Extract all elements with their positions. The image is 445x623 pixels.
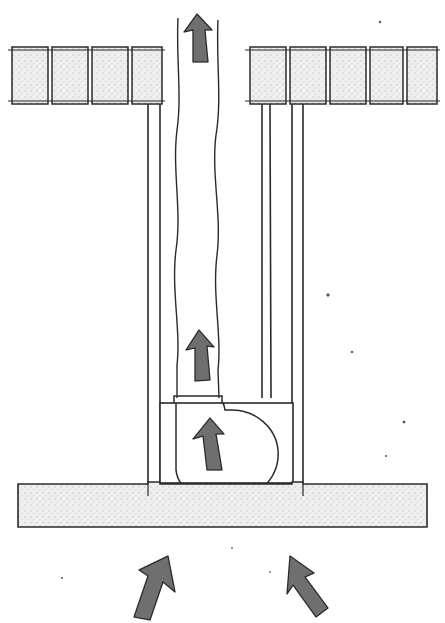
arrow-up-fan-icon xyxy=(192,417,225,471)
floor-slab-outline xyxy=(17,481,428,528)
flexible-duct xyxy=(173,17,220,399)
shaft-walls xyxy=(147,103,304,484)
ceiling-tiles-left xyxy=(8,46,165,105)
ceiling-tile xyxy=(51,46,89,105)
arrow-up-duct-icon xyxy=(185,329,215,382)
fan-collar xyxy=(173,395,223,403)
ceiling-tile xyxy=(406,46,438,105)
ceiling-tile xyxy=(369,46,404,105)
arrow-up-top-icon xyxy=(183,13,213,63)
ceiling-tile xyxy=(11,46,49,105)
ceiling-tile xyxy=(249,46,287,105)
ceiling-tile xyxy=(329,46,367,105)
fan-housing-box xyxy=(159,402,294,484)
airflow-arrows xyxy=(133,13,329,621)
arrow-inlet-left-icon xyxy=(133,555,176,621)
ceiling-tile xyxy=(289,46,327,105)
ceiling-tiles-right xyxy=(245,46,440,105)
floor-slab xyxy=(17,481,428,528)
ceiling-tile xyxy=(91,46,129,105)
scan-specks xyxy=(61,20,406,579)
ceiling-tile xyxy=(131,46,163,105)
arrow-inlet-right-icon xyxy=(286,555,329,618)
